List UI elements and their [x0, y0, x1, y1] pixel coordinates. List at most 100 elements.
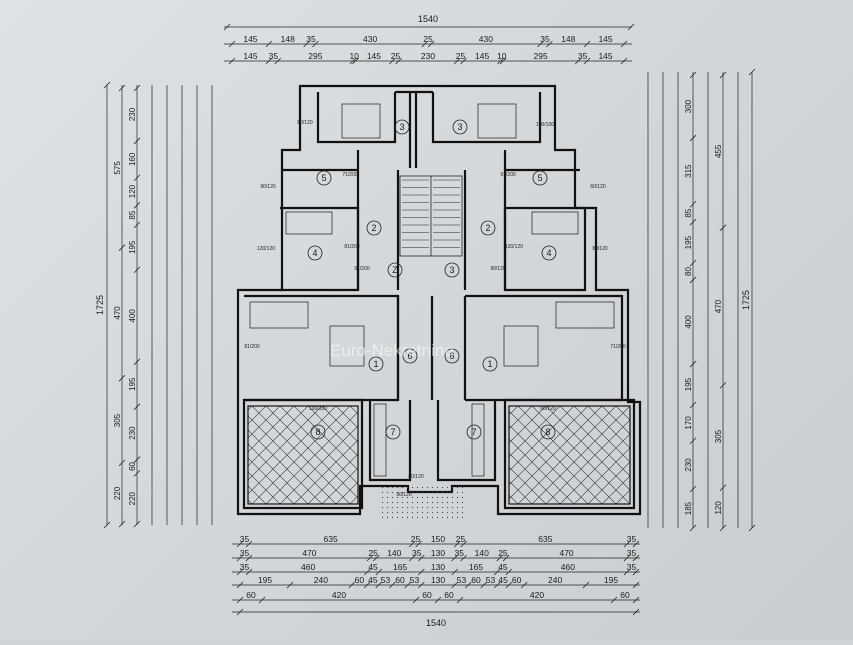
dimension-label: 85 — [128, 210, 137, 219]
terrace-right-hatch — [508, 405, 631, 505]
dimension-tick — [375, 581, 382, 589]
room-number-circle — [466, 424, 482, 440]
room-number: 2 — [485, 223, 490, 233]
dimension-tick — [409, 554, 416, 562]
dimension-label: 635 — [324, 534, 338, 544]
dimension-label: 148 — [281, 34, 295, 44]
room-number: 1 — [487, 359, 492, 369]
room-number: Z — [392, 265, 398, 275]
dimension-label: 170 — [684, 416, 693, 430]
total-height-right: 1725 — [741, 290, 751, 310]
room-number: 3 — [399, 122, 404, 132]
room-number: 8 — [545, 427, 550, 437]
dimension-label: 35 — [240, 548, 250, 558]
dimension-tick — [363, 581, 371, 589]
dimension-tick — [689, 71, 697, 79]
dimension-tick — [245, 568, 253, 576]
dimension-label: 455 — [714, 144, 723, 158]
dimension-label: 220 — [113, 486, 122, 500]
dimension-label: 60 — [246, 590, 256, 600]
dimension-label: 315 — [684, 164, 693, 178]
dimension-tick — [265, 40, 273, 48]
dimension-tick — [460, 57, 467, 65]
dimension-tick — [274, 57, 282, 65]
dimension-label: 35 — [627, 562, 637, 572]
room-number-circle — [540, 424, 556, 440]
dimension-label: 45 — [498, 562, 508, 572]
dimension-label: 25 — [411, 534, 421, 544]
dimension-label: 195 — [684, 235, 693, 249]
dimension-tick — [133, 266, 141, 274]
dimension-tick — [418, 581, 425, 589]
dimension-tick — [133, 403, 141, 410]
dimension-tick — [719, 484, 727, 492]
total-width-top: 1540 — [418, 14, 438, 24]
dimension-label: 120 — [128, 184, 137, 198]
dimension-label: 470 — [559, 548, 573, 558]
dimension-label: 35 — [627, 548, 637, 558]
dimension-tick — [133, 84, 141, 92]
dimension-label: 305 — [714, 429, 723, 443]
dimension-tick — [494, 581, 501, 589]
opening-size-label: 100/100 — [536, 122, 554, 128]
dimension-label: 25 — [391, 51, 401, 61]
dimension-tick — [236, 596, 244, 604]
dimension-tick — [236, 554, 244, 562]
opening-size-label: 80/120 — [297, 120, 313, 126]
dimension-tick — [689, 200, 697, 208]
dimension-label: 400 — [684, 315, 693, 329]
dimension-tick — [505, 568, 512, 576]
room-number: 5 — [537, 173, 542, 183]
sofa-left — [249, 301, 309, 329]
dimension-tick — [689, 276, 697, 284]
dimension-tick — [748, 524, 756, 532]
dimension-tick — [389, 57, 396, 65]
dimension-label: 240 — [548, 575, 562, 585]
dimension-label: 140 — [387, 548, 401, 558]
dimension-tick — [412, 596, 420, 604]
dimension-label: 35 — [540, 34, 550, 44]
dimension-tick — [133, 221, 141, 229]
dimension-tick — [427, 40, 435, 48]
dimension-tick — [286, 581, 294, 589]
opening-size-label: 71/200 — [610, 344, 626, 350]
dimension-label: 35 — [240, 534, 250, 544]
room-number-circle — [482, 356, 498, 372]
room-number: 3 — [457, 122, 462, 132]
dimension-label: 53 — [381, 575, 391, 585]
bed-left — [341, 103, 381, 139]
dimension-tick — [421, 40, 429, 48]
dimension-label: 470 — [714, 299, 723, 313]
dimension-label: 35 — [578, 51, 588, 61]
room-number-circle — [480, 220, 496, 236]
dimension-tick — [133, 174, 141, 182]
dimension-tick — [496, 554, 503, 562]
dimension-tick — [502, 554, 510, 562]
dimension-tick — [719, 382, 727, 389]
dimension-label: 53 — [457, 575, 467, 585]
dimension-label: 145 — [475, 51, 489, 61]
dimension-tick — [118, 520, 126, 528]
dimension-tick — [349, 57, 357, 65]
dimension-tick — [480, 581, 487, 589]
dimension-label: 230 — [128, 107, 137, 121]
dimension-tick — [689, 437, 697, 445]
dimension-label: 35 — [306, 34, 316, 44]
dimension-label: 45 — [368, 575, 378, 585]
dimension-tick — [228, 40, 236, 48]
opening-size-label: 60/120 — [540, 406, 556, 412]
dimension-label: 45 — [498, 575, 508, 585]
dimension-label: 35 — [269, 51, 279, 61]
dimension-tick — [415, 540, 422, 548]
dimension-tick — [395, 57, 403, 65]
dimension-label: 400 — [128, 309, 137, 323]
dimension-label: 60 — [128, 461, 137, 470]
staircase — [399, 175, 463, 257]
dimension-tick — [456, 596, 464, 604]
dimension-tick — [352, 57, 359, 65]
opening-size-label: 80/120 — [408, 474, 424, 480]
dimension-tick — [627, 23, 635, 31]
dimension-tick — [689, 524, 697, 532]
dimension-tick — [366, 554, 374, 562]
